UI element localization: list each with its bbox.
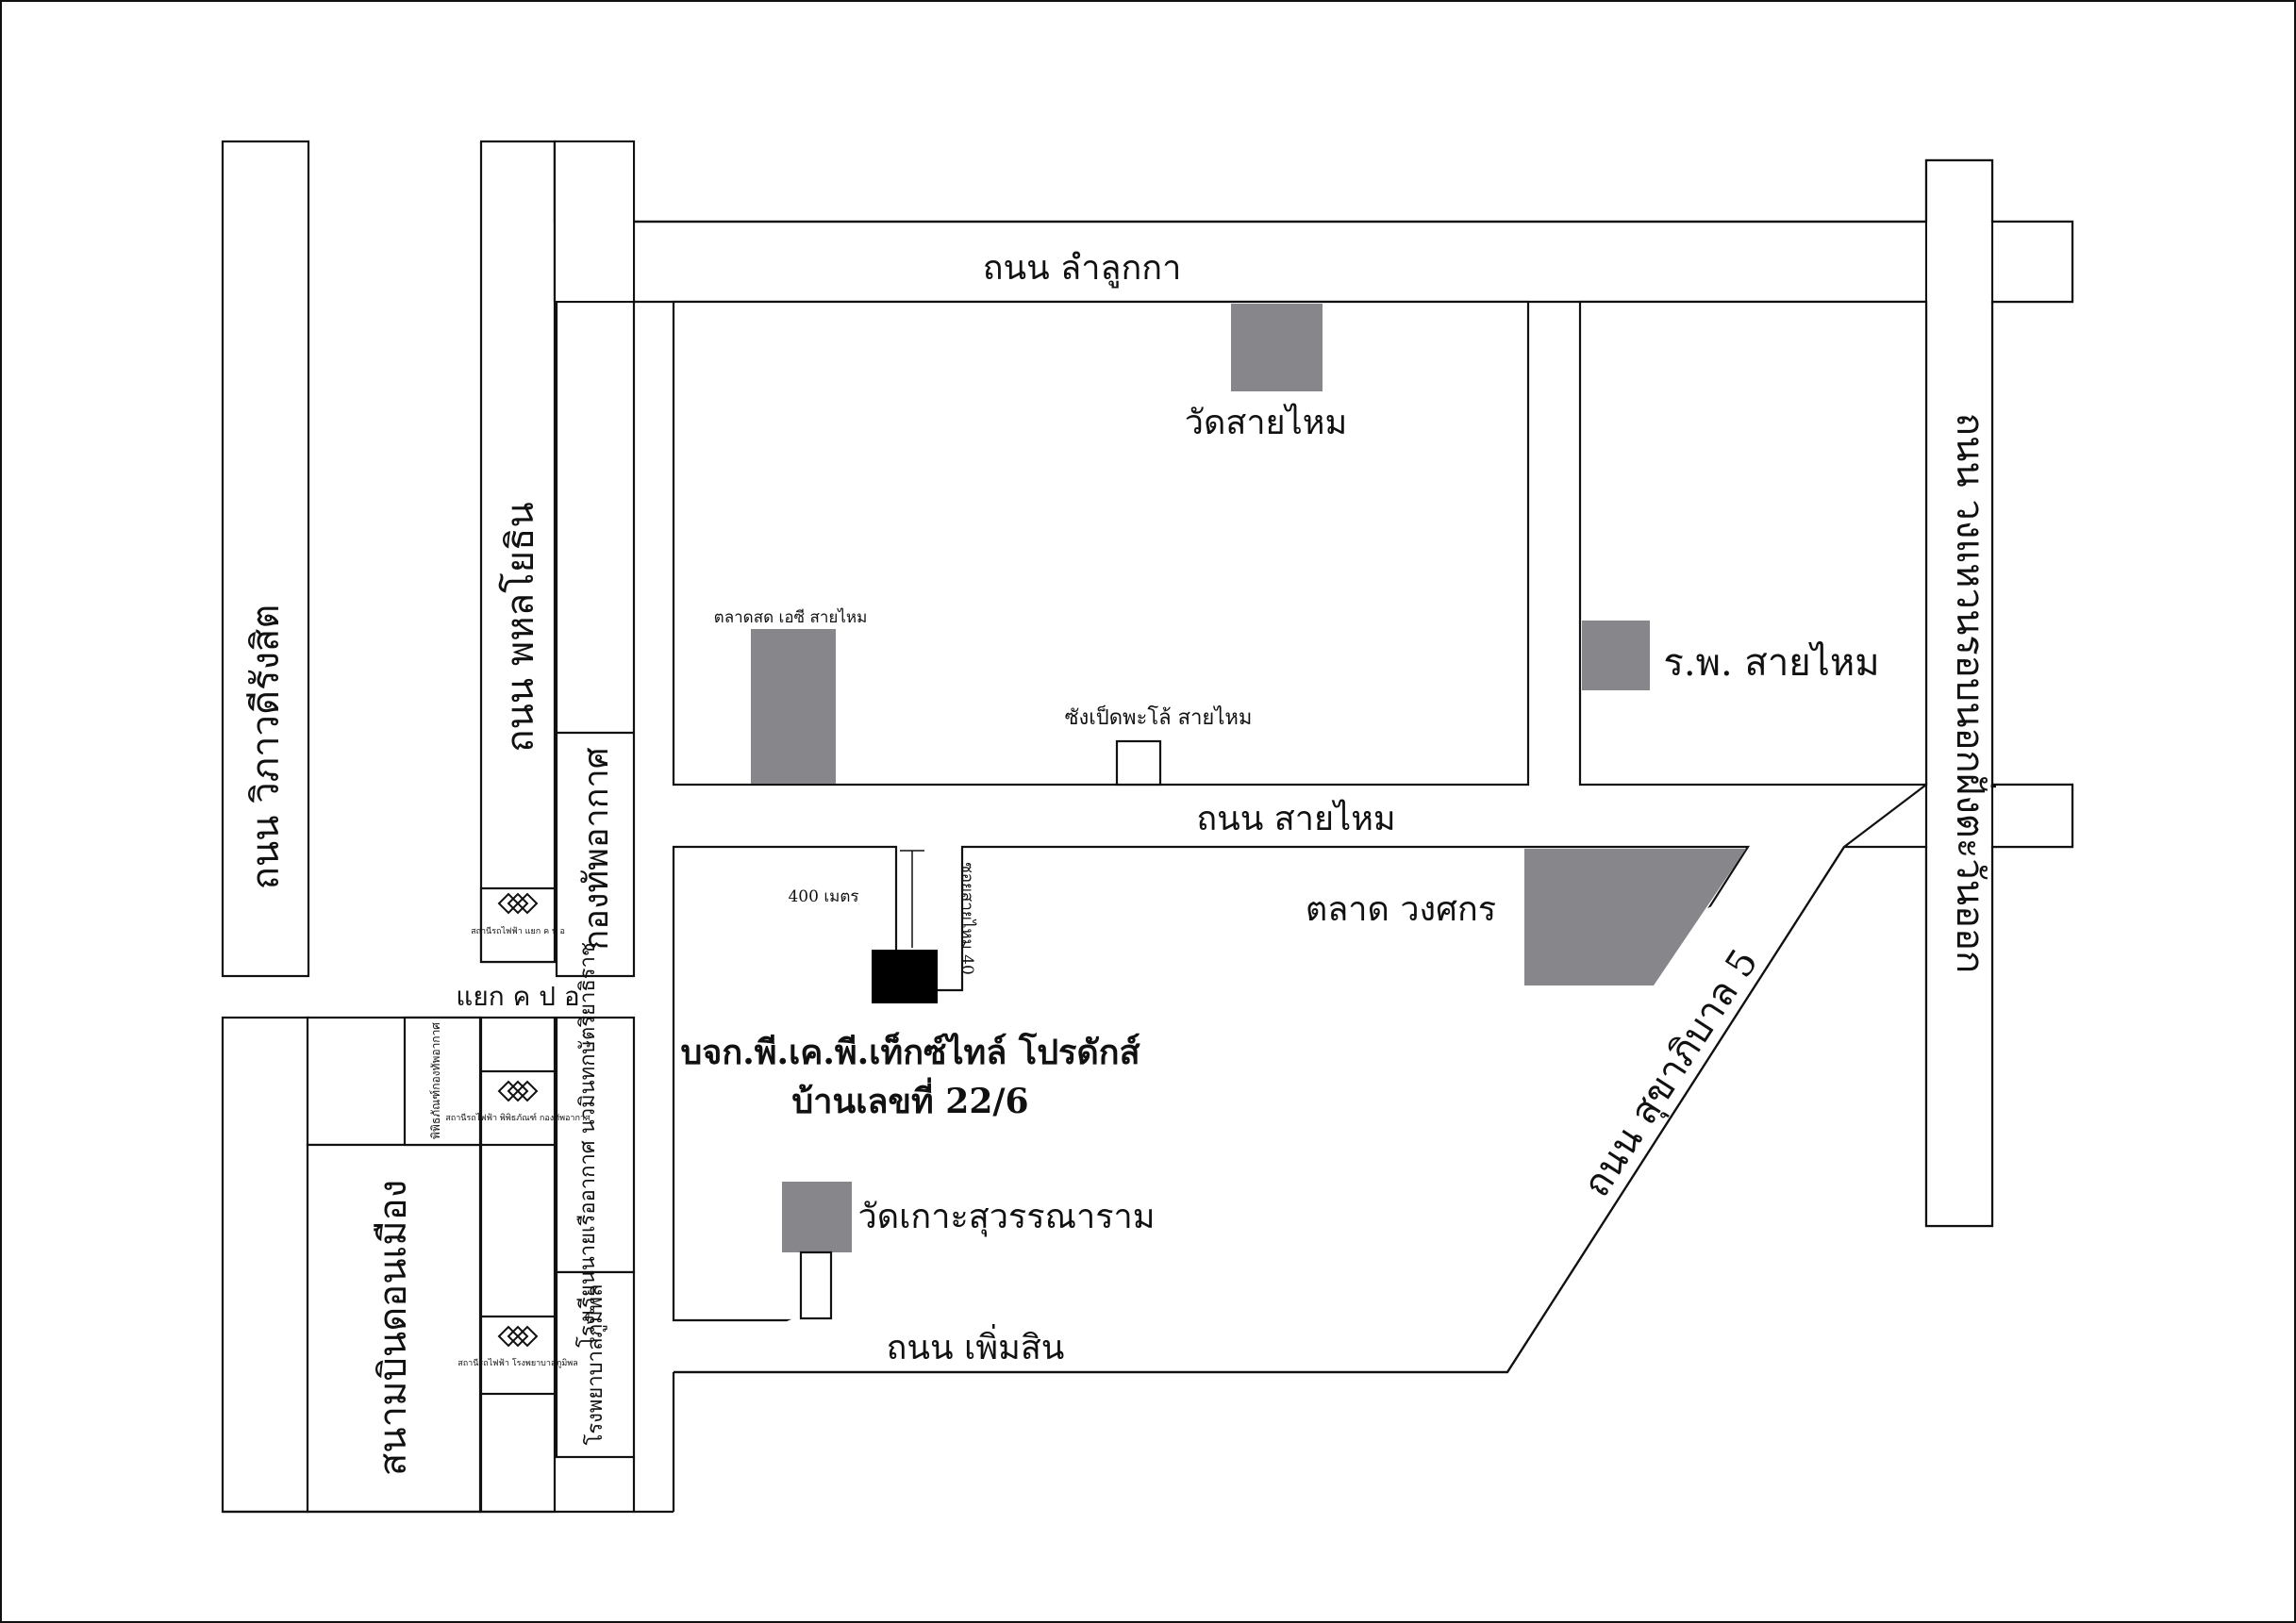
wongwaen-top-cap [1990,220,2074,304]
label-air-force: กองทัพอากาศ [577,747,616,950]
block-hospital [1578,300,1928,787]
company-name: บจก.พี.เค.พี.เท็กซ์ไทล์ โปรดักส์ [680,1031,1140,1072]
station-caption-3: สถานีรถไฟฟ้า โรงพยาบาลภูมิพล [458,1358,578,1368]
station-caption-1: สถานีรถไฟฟ้า แยก ค ป อ [471,926,565,936]
road-label-phahonyothin: ถนน พหลโยธิน [499,502,542,753]
label-intersection: แยก ค ป อ [456,981,579,1012]
label-bhumibol-hospital: โรงพยาบาลภูมิพล [583,1284,607,1446]
label-airport: สนามบินดอนเมือง [372,1180,415,1476]
company-address: บ้านเลขที่ 22/6 [791,1077,1028,1121]
train-station-icon [497,1325,539,1348]
road-label-vibhavadi: ถนน วิภาวดีรังสิต [244,604,288,890]
company-building [872,950,938,1003]
label-duck-shop: ซังเป็ดพะโล้ สายไหม [1065,704,1253,730]
label-navy-school: โรงเรียนนายเรืออากาศ นวมินทกษัตริยาธิราช [575,942,600,1348]
hospital-building [1582,621,1650,690]
road-label-sai-mai: ถนน สายไหม [1196,799,1395,838]
airforce-strip [555,300,636,978]
road-label-lam-luk-ka: ถนน ลำลูกกา [983,249,1182,289]
navy-school-strip [555,1016,636,1274]
hospital-strip [555,1270,636,1459]
label-air-force-museum: พิพิธภัณฑ์กองทัพอากาศ [429,1022,442,1139]
wongwaen-strip [1924,158,1994,1228]
museum-box [403,1016,482,1147]
road-label-phoem-sin: ถนน เพิ่มสิน [887,1324,1065,1367]
label-wat-sai-mai: วัดสายไหม [1185,403,1347,442]
label-distance: 400 เมตร [788,887,858,906]
label-wat-ko: วัดเกาะสุวรรณาราม [858,1198,1156,1237]
wongwaen-mid-cap [1990,783,2074,849]
road-label-wongwaen: ถนน วงแหวนรอบนอกฝั่งตะวันออก [1948,413,1996,974]
station-box-2 [479,1069,557,1147]
vibhavadi-strip-bottom [221,1016,310,1514]
station-box-1 [479,886,557,964]
wat-sai-mai-building [1231,304,1323,391]
label-soi-sai-mai-40: ซอยสายไหม 40 [957,862,977,975]
train-station-icon [497,1080,539,1102]
wat-ko-entrance [799,1250,833,1320]
label-market-ac: ตลาดสด เอซี สายไหม [714,607,868,627]
station-box-3 [479,1315,557,1396]
vibhavadi-strip-top [221,140,310,978]
wongsakorn-market-building [1524,849,1746,985]
duck-shop-box [1115,739,1162,787]
label-wongsakorn-market: ตลาด วงศกร [1306,890,1496,929]
label-hospital: ร.พ. สายไหม [1663,641,1879,685]
market-ac-building [751,629,836,784]
train-station-icon [497,892,539,915]
wat-ko-building [782,1182,852,1252]
station-caption-2: สถานีรถไฟฟ้า พิพิธภัณฑ์ กองทัพอากาศ [445,1112,591,1123]
phahonyothin-strip [479,140,557,964]
